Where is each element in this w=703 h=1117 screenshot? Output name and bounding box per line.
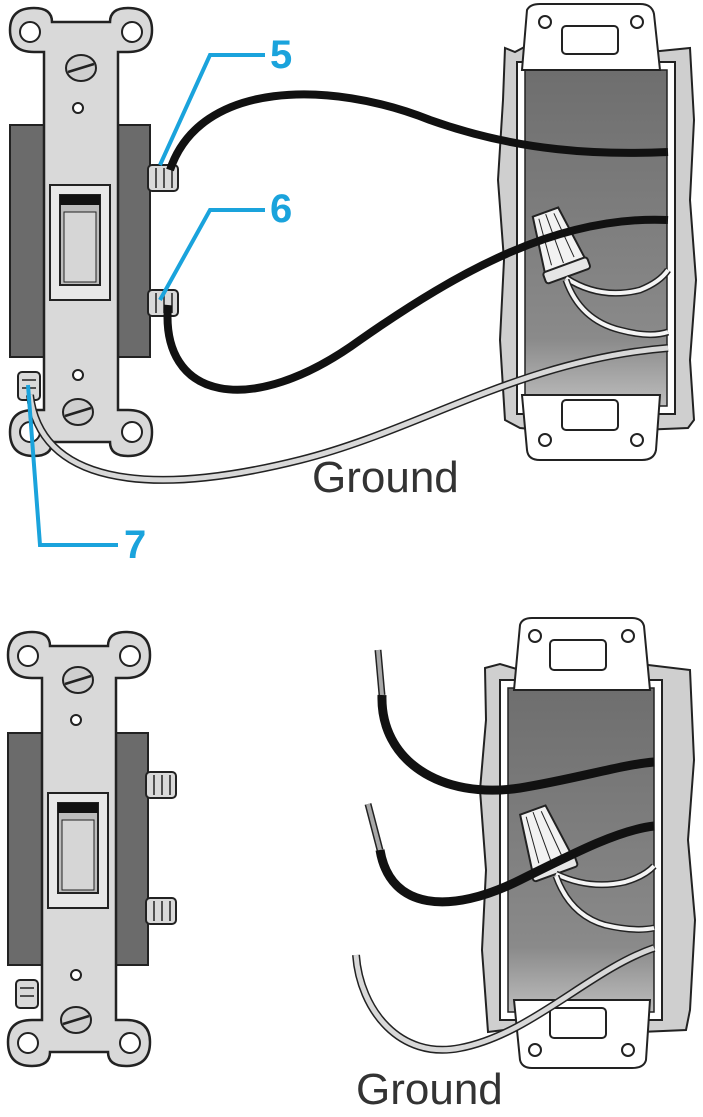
- top-ear-slot-top: [561, 25, 619, 55]
- callout-label-5: 5: [270, 33, 292, 77]
- top-ear-hole-tl: [538, 15, 552, 29]
- top-black-wire-upper: [166, 90, 669, 172]
- callout-label-7: 7: [124, 523, 146, 567]
- top-mount-screw-top: [65, 54, 97, 82]
- bottom-strap-hole-tr: [119, 645, 141, 667]
- top-wire-nut: [531, 206, 591, 285]
- bottom-ground-wire: [352, 944, 656, 1054]
- bottom-electrical-box: [478, 617, 697, 1069]
- top-black-wire-lower: [163, 215, 669, 394]
- top-ear-hole-tr: [630, 15, 644, 29]
- bottom-strap-hole-br: [119, 1032, 141, 1054]
- callout-leader-7: [26, 384, 118, 547]
- bottom-ground-label: Ground: [356, 1065, 503, 1114]
- bottom-terminal-screw-lower: [145, 897, 177, 925]
- bottom-mount-screw-top: [62, 666, 94, 694]
- bottom-strap-small-hole-2: [70, 969, 82, 981]
- top-panel: 5 6 7 Ground: [8, 3, 698, 567]
- top-electrical-box: [496, 3, 698, 461]
- bottom-ear-hole-tl: [528, 629, 542, 643]
- top-strap-hole-tr: [121, 21, 143, 43]
- bottom-strap-hole-tl: [17, 645, 39, 667]
- top-strap-small-hole-1: [72, 102, 84, 114]
- callout-label-6: 6: [270, 187, 292, 231]
- top-ear-hole-br: [630, 433, 644, 447]
- bottom-black-wire-lower: [364, 803, 655, 907]
- top-strap-hole-br: [121, 421, 143, 443]
- callout-leader-5: [158, 53, 265, 166]
- bottom-panel: Ground: [6, 617, 697, 1114]
- bottom-strap-hole-bl: [17, 1032, 39, 1054]
- top-strap-small-hole-2: [72, 369, 84, 381]
- bottom-ear-slot-top: [549, 639, 607, 671]
- bottom-terminal-screw-upper: [145, 771, 177, 799]
- top-terminal-screw-upper: [147, 164, 179, 192]
- bottom-ear-hole-br: [621, 1043, 635, 1057]
- top-strap-hole-tl: [19, 21, 41, 43]
- bottom-switch: [6, 630, 177, 1068]
- bottom-strap-small-hole-1: [70, 714, 82, 726]
- top-ground-label: Ground: [312, 453, 459, 502]
- bottom-ear-slot-bottom: [549, 1007, 607, 1039]
- callout-leader-6: [158, 208, 265, 301]
- bottom-ear-hole-tr: [621, 629, 635, 643]
- top-ground-wire: [26, 344, 669, 484]
- top-mount-screw-bottom: [62, 398, 94, 426]
- bottom-ground-screw: [15, 979, 39, 1009]
- top-ear-hole-bl: [538, 433, 552, 447]
- bottom-ear-hole-bl: [528, 1043, 542, 1057]
- top-ear-slot-bottom: [561, 399, 619, 431]
- bottom-mount-screw-bottom: [60, 1006, 92, 1034]
- bottom-black-wire-upper: [374, 649, 655, 795]
- top-switch: [8, 6, 179, 458]
